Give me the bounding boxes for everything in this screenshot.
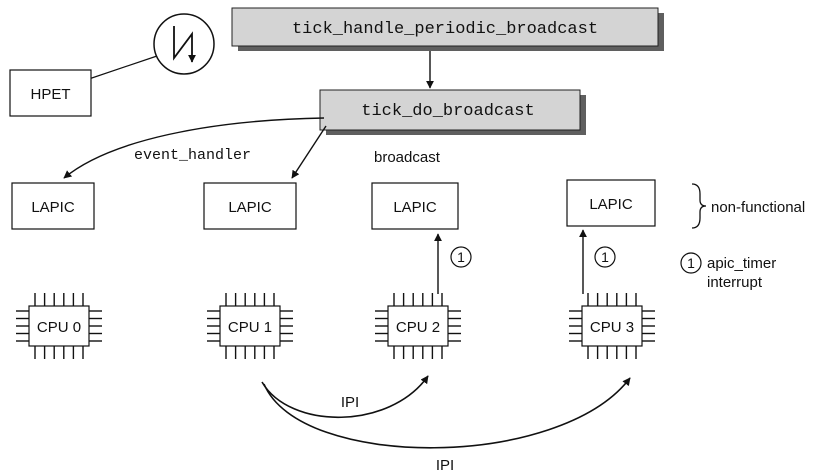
lightning-bolt-icon: [173, 26, 196, 63]
cpu-chip-1: CPU 1: [207, 293, 293, 359]
cpu-chip-3: CPU 3: [569, 293, 655, 359]
cpu-0-label: CPU 0: [37, 319, 81, 336]
right-brace-icon: [691, 183, 707, 229]
ipi-arrow-cpu3: [263, 377, 631, 449]
event-handler-arrow-cpu1: [291, 125, 327, 179]
cpu-2-label: CPU 2: [396, 319, 440, 336]
ipi-label-cpu3: IPI: [436, 457, 454, 473]
cpu-1-label: CPU 1: [228, 319, 272, 336]
lapic-2: LAPIC: [371, 182, 459, 230]
periodic-broadcast-function: tick_handle_periodic_broadcast: [231, 7, 664, 51]
periodic-broadcast-label: tick_handle_periodic_broadcast: [292, 20, 598, 39]
marker-text-cpu3: 1: [601, 249, 609, 265]
lapic-3-label: LAPIC: [589, 196, 633, 213]
lapic-0-label: LAPIC: [31, 199, 75, 216]
marker-circle-cpu3: [594, 246, 616, 268]
legend-line2: interrupt: [707, 274, 763, 291]
cpu-2-pins: [375, 293, 461, 359]
hpet-label: HPET: [30, 86, 70, 103]
legend-marker-circle: [680, 252, 702, 274]
cpu-0-pins: [16, 293, 102, 359]
ipi-arrow-cpu2: [261, 375, 429, 419]
legend-marker-text: 1: [687, 255, 695, 271]
hpet-box: HPET: [9, 69, 92, 117]
lapic-3: LAPIC: [566, 179, 656, 227]
interrupt-source: [153, 13, 215, 75]
non-functional-label: non-functional: [711, 199, 805, 216]
legend-line1: apic_timer: [707, 255, 776, 272]
do-broadcast-label: tick_do_broadcast: [361, 102, 534, 121]
event-handler-arrow-cpu0: [63, 117, 325, 179]
cpu-chip-2: CPU 2: [375, 293, 461, 359]
cpu-3-label: CPU 3: [590, 319, 634, 336]
hpet-connector: [79, 55, 158, 83]
lapic-2-label: LAPIC: [393, 199, 437, 216]
cpu-chip-0: CPU 0: [16, 293, 102, 359]
marker-circle-cpu2: [450, 246, 472, 268]
ipi-label-cpu2: IPI: [341, 394, 359, 411]
lapic-1-label: LAPIC: [228, 199, 272, 216]
lapic-1: LAPIC: [203, 182, 297, 230]
cpu-3-pins: [569, 293, 655, 359]
lapic-0: LAPIC: [11, 182, 95, 230]
broadcast-label: broadcast: [374, 149, 441, 166]
marker-text-cpu2: 1: [457, 249, 465, 265]
do-broadcast-function: tick_do_broadcast: [319, 89, 586, 135]
event-handler-label: event_handler: [134, 147, 251, 164]
cpu-1-pins: [207, 293, 293, 359]
